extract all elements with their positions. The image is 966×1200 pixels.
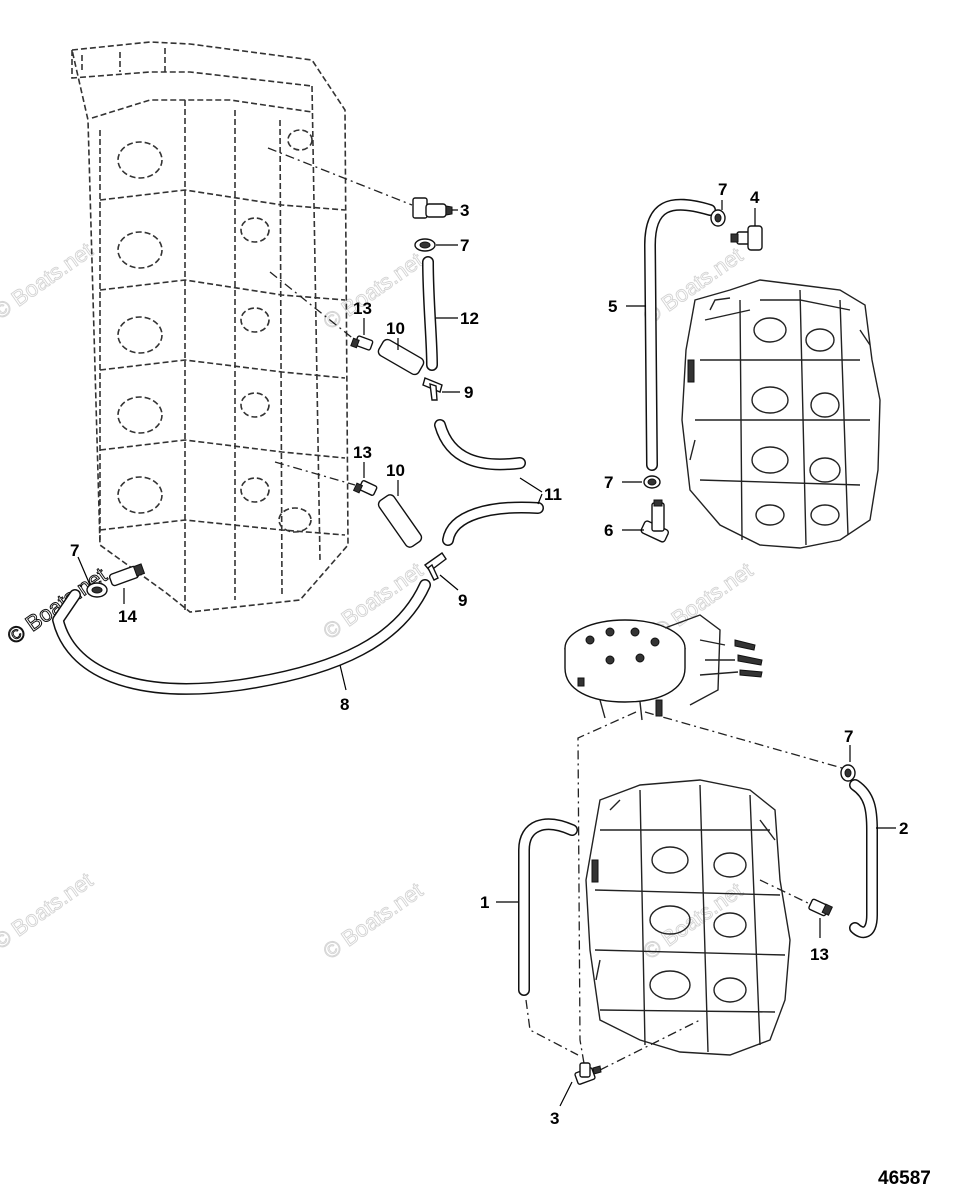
elbow-fitting-4 <box>730 225 763 251</box>
callout-3: 3 <box>550 1109 559 1128</box>
callout-2: 2 <box>899 819 908 838</box>
elbow-fitting-6 <box>640 499 670 543</box>
watermark-text-dark: © Boats.net <box>3 562 112 649</box>
hose-11-lower <box>442 501 544 546</box>
callout-6: 6 <box>604 521 613 540</box>
callout-1: 1 <box>480 893 489 912</box>
fitting-13-upper <box>350 335 374 351</box>
leader-line <box>77 556 91 586</box>
hose-8 <box>52 579 431 695</box>
callout-3: 3 <box>460 201 469 220</box>
callout-13: 13 <box>353 443 372 462</box>
callout-11: 11 <box>544 485 562 504</box>
powerhead-right-icon <box>681 279 881 549</box>
callout-7: 7 <box>70 541 79 560</box>
callout-5: 5 <box>608 297 617 316</box>
fitting-13-lower <box>352 480 378 496</box>
fitting-14 <box>108 563 146 587</box>
sleeve-10-lower <box>377 494 423 548</box>
dash-connector <box>267 147 413 206</box>
callout-7: 7 <box>460 236 469 255</box>
elbow-fitting-3 <box>412 197 453 219</box>
dash-connector <box>274 461 356 486</box>
hose-clamp-7-left <box>86 582 108 598</box>
elbow-fitting-3-bottom <box>574 1062 602 1085</box>
hose-clamp-7-right-bottom <box>643 475 661 489</box>
callout-9: 9 <box>464 383 473 402</box>
sleeve-10-upper <box>377 338 425 376</box>
callout-8: 8 <box>340 695 349 714</box>
flywheel-assembly-icon <box>564 614 763 721</box>
hose-5 <box>644 198 716 471</box>
dash-connector <box>759 879 813 906</box>
callout-13: 13 <box>353 299 372 318</box>
watermark-text: © Boats.net <box>0 237 97 324</box>
watermark-text: © Boats.net <box>319 247 428 334</box>
dash-connector <box>577 711 637 1076</box>
callout-10: 10 <box>386 461 405 480</box>
callout-14: 14 <box>118 607 137 626</box>
callout-13: 13 <box>810 945 829 964</box>
leader-line <box>439 574 459 591</box>
watermark-text: © Boats.net <box>0 867 97 954</box>
powerhead-bottom-icon <box>585 779 791 1056</box>
callout-7: 7 <box>718 180 727 199</box>
hose-clamp-7-right-top <box>710 209 726 227</box>
hose-clamp-7 <box>414 238 436 252</box>
fitting-13-bottom <box>808 898 833 917</box>
leader-line <box>559 1081 573 1107</box>
dash-connector <box>644 711 843 769</box>
tee-fitting-9-upper <box>422 377 443 401</box>
dash-connector <box>525 999 579 1056</box>
watermark-layer: © Boats.net © Boats.net © Boats.net © Bo… <box>0 237 758 965</box>
hose-2 <box>849 779 878 939</box>
hose-12 <box>422 256 438 371</box>
engine-block-outline-icon <box>71 41 349 613</box>
tee-fitting-9-lower <box>423 552 447 581</box>
hose-11-upper <box>434 419 526 471</box>
callout-4: 4 <box>750 188 760 207</box>
callout-9: 9 <box>458 591 467 610</box>
leader-line <box>519 477 543 505</box>
watermark-text: © Boats.net <box>319 877 428 964</box>
callout-12: 12 <box>460 309 479 328</box>
hose-1 <box>518 818 578 996</box>
callout-10: 10 <box>386 319 405 338</box>
callout-7: 7 <box>844 727 853 746</box>
hose-clamp-7-bottom <box>840 764 856 782</box>
callout-7: 7 <box>604 473 613 492</box>
dash-connector <box>269 271 356 341</box>
leader-line <box>339 664 347 691</box>
figure-number: 46587 <box>878 1168 931 1189</box>
